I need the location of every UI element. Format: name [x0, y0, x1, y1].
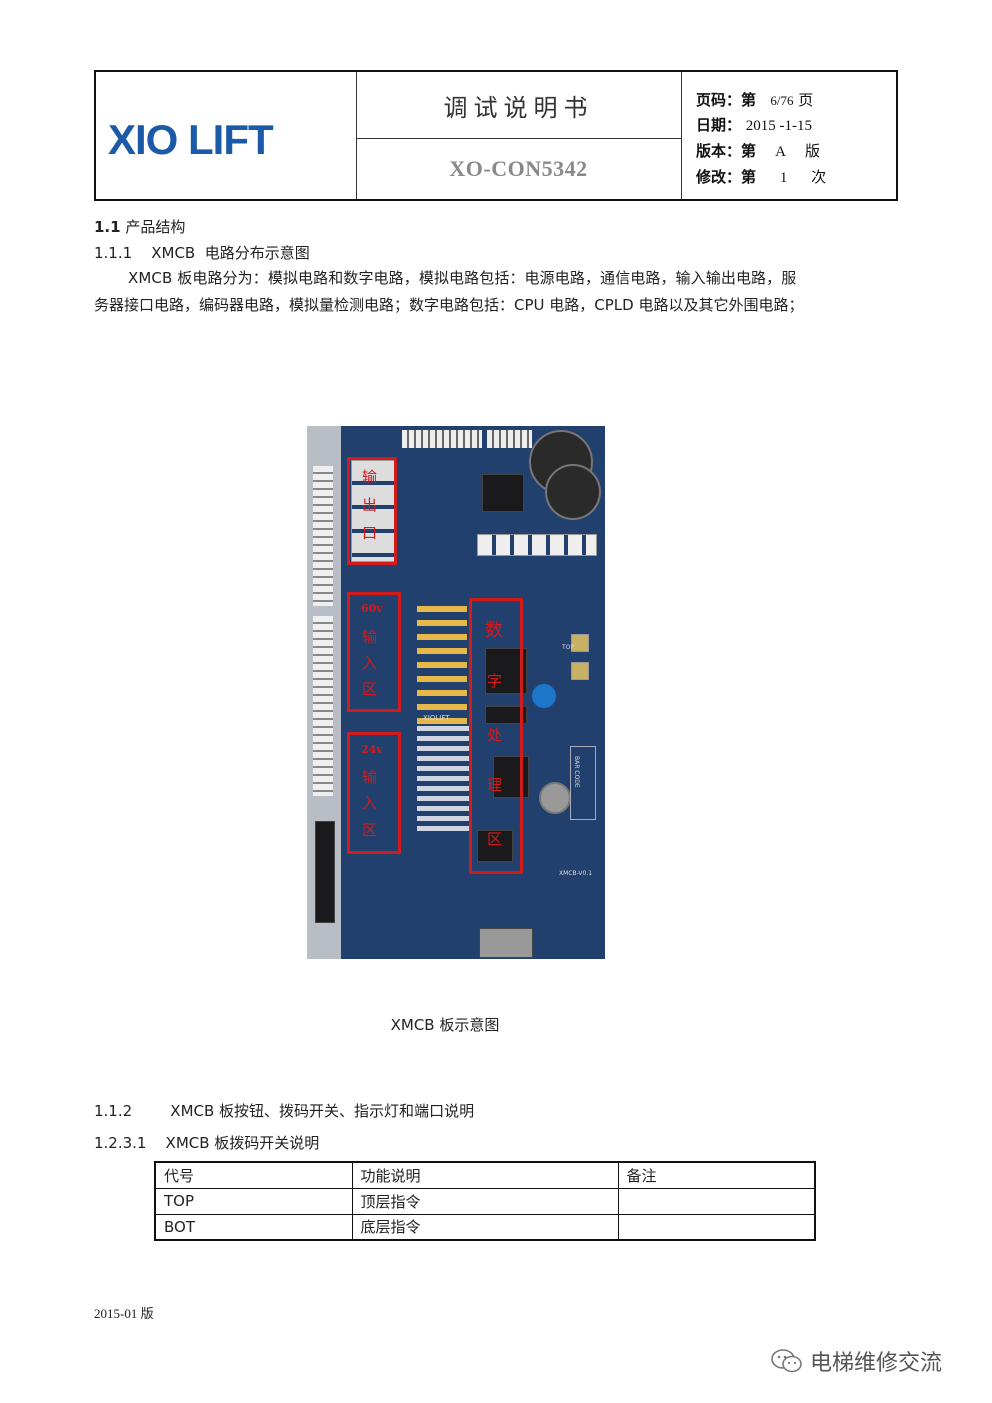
figure-caption: XMCB 板示意图 [390, 1016, 500, 1034]
doc-title: 调试说明书 [356, 72, 681, 139]
table-cell: 顶层指令 [351, 1187, 619, 1215]
relay-row [477, 534, 597, 556]
table-header-row: 代号 功能说明 备注 [154, 1161, 816, 1189]
memory-chip [485, 706, 527, 724]
digital-zone-char-3: 处 [487, 726, 503, 744]
input-24v-label: 24v [361, 743, 383, 756]
table-cell: TOP [154, 1187, 353, 1215]
rotary-switch [539, 782, 571, 814]
input-60v-char-3: 区 [362, 680, 378, 698]
resistor-array [417, 726, 472, 836]
section-1-1-heading: 1.1 产品结构 [94, 218, 186, 236]
revision-row: 修改：第 1 次 [696, 168, 827, 186]
silk-model: XMCB-V0.1 [559, 870, 593, 877]
silk-top: TOP [562, 644, 575, 651]
input-60v-char-1: 输 [362, 628, 378, 646]
table-cell: 底层指令 [351, 1213, 619, 1241]
output-zone-box [347, 457, 397, 565]
digital-zone-char-4: 理 [487, 776, 503, 794]
capacitor [545, 464, 601, 520]
section-1-2-3-1-heading: 1.2.3.1 XMCB 板拨码开关说明 [94, 1134, 320, 1152]
input-24v-char-3: 区 [362, 821, 378, 839]
blue-button [532, 684, 556, 708]
input-24v-char-2: 入 [362, 794, 378, 812]
input-60v-label: 60v [361, 602, 383, 615]
output-zone-char-3: 口 [362, 524, 378, 542]
version-row: 版本：第 A 版 [696, 142, 821, 160]
section-1-1-1-heading: 1.1.1 XMCB 电路分布示意图 [94, 244, 310, 262]
output-zone-char-1: 输 [362, 468, 378, 486]
regulator-chip [482, 474, 524, 512]
watermark: 电梯维修交流 [770, 1345, 942, 1377]
input-24v-char-1: 输 [362, 768, 378, 786]
dip-switch-bot [571, 662, 589, 680]
top-header-pins [402, 430, 482, 448]
page-number-row: 页码：第 6/76 页 [696, 91, 814, 109]
title-cell: 调试说明书 XO-CON5342 [356, 72, 682, 199]
section-1-1-2-heading: 1.1.2 XMCB 板按钮、拨码开关、指示灯和端口说明 [94, 1102, 475, 1120]
connector-pins [313, 616, 333, 796]
input-24v-zone-box [347, 732, 401, 854]
table-header-cell: 代号 [154, 1161, 353, 1189]
input-60v-zone-box [347, 592, 401, 712]
connector-pins [313, 466, 333, 606]
edition-footer: 2015-01 版 [94, 1306, 154, 1321]
paragraph-line-1: XMCB 板电路分为：模拟电路和数字电路，模拟电路包括：电源电路，通信电路，输入… [128, 269, 797, 287]
company-logo: XIO LIFT [108, 116, 274, 163]
serial-port [479, 928, 533, 958]
doc-meta: 页码：第 6/76 页 日期： 2015 -1-15 版本：第 A 版 修改：第… [696, 88, 826, 191]
silk-barcode: BAR CODE [573, 756, 580, 788]
table-header-cell: 备注 [617, 1161, 816, 1189]
digital-zone-char-2: 字 [487, 672, 503, 690]
table-cell [617, 1213, 816, 1241]
digital-zone-char-5: 区 [487, 830, 503, 848]
silk-brand: XIOLIFT [423, 714, 450, 722]
watermark-text: 电梯维修交流 [810, 1351, 943, 1376]
digital-zone-box [469, 598, 523, 874]
table-cell: BOT [154, 1213, 353, 1241]
dip-switch-top [571, 634, 589, 652]
dip-switch-table: 代号 功能说明 备注 TOP 顶层指令 BOT 底层指令 [154, 1161, 816, 1241]
digital-zone-char-1: 数 [485, 620, 503, 641]
wechat-icon [770, 1348, 804, 1374]
paragraph-line-2: 务器接口电路，编码器电路，模拟量检测电路；数字电路包括：CPU 电路，CPLD … [94, 296, 804, 314]
input-60v-char-2: 入 [362, 654, 378, 672]
document-header: XIO LIFT 调试说明书 XO-CON5342 页码：第 6/76 页 日期… [94, 70, 898, 201]
logo-cell: XIO LIFT [96, 72, 357, 199]
led-array [417, 606, 467, 726]
doc-code: XO-CON5342 [449, 156, 588, 181]
table-cell [617, 1187, 816, 1215]
db-connector [315, 821, 335, 923]
output-zone-char-2: 出 [362, 496, 378, 514]
top-header-pins [487, 430, 532, 448]
driver-chip [477, 830, 513, 862]
table-row: TOP 顶层指令 [154, 1187, 816, 1215]
cpld-chip [493, 756, 529, 798]
date-row: 日期： 2015 -1-15 [696, 116, 813, 134]
table-row: BOT 底层指令 [154, 1213, 816, 1241]
table-header-cell: 功能说明 [351, 1161, 619, 1189]
xmcb-board-photo: XIOLIFT TOP BAR CODE XMCB-V0.1 输 出 口 60v… [307, 426, 605, 959]
barcode-label [570, 746, 596, 820]
output-relays [351, 460, 397, 562]
